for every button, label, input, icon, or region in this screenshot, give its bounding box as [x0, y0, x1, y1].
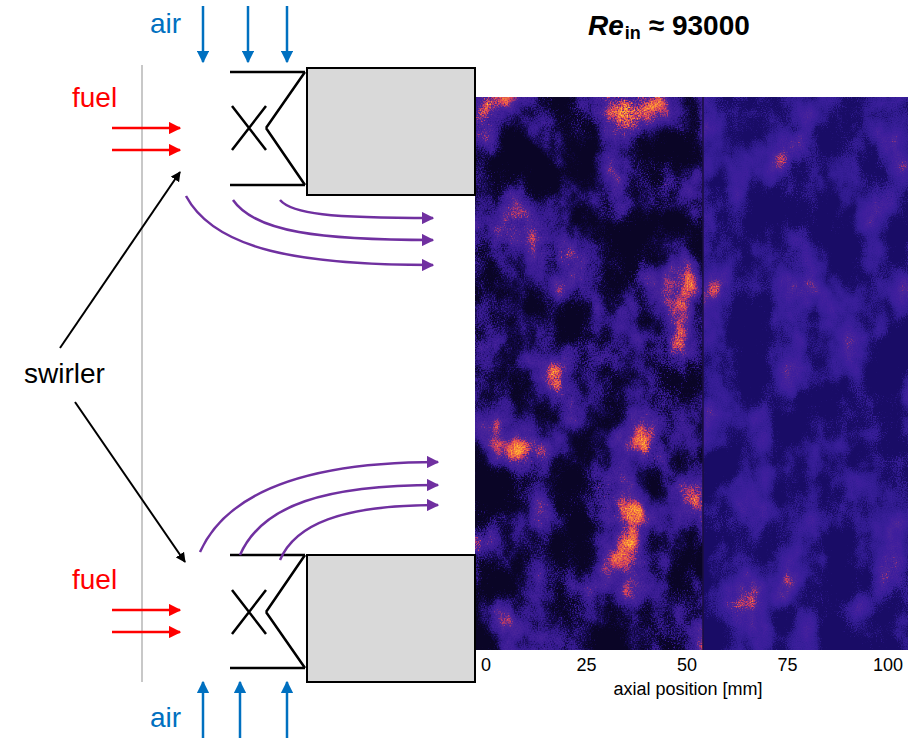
air-label: air [150, 10, 181, 38]
fuel-arrows [112, 128, 180, 632]
image-seam [702, 97, 704, 650]
air-label: air [150, 704, 181, 732]
fuel-label: fuel [72, 84, 117, 112]
swirler-symbol [230, 72, 305, 668]
tick-label: 50 [677, 656, 697, 674]
tick-label: 0 [481, 656, 491, 674]
tick-label: 25 [576, 656, 596, 674]
flow-arrows [186, 196, 438, 560]
tick-label: 100 [873, 656, 903, 674]
center-line [141, 65, 143, 682]
flame-image [475, 97, 908, 650]
wall-block [307, 68, 475, 195]
reynolds-subscript: in [625, 24, 641, 42]
axis-title: axial position [mm] [613, 680, 762, 698]
wall-block [307, 555, 475, 682]
reynolds-value: ≈ 93000 [649, 12, 750, 40]
image-left-half [475, 97, 703, 650]
swirler-label: swirler [24, 360, 105, 388]
reynolds-symbol: Re [588, 12, 624, 40]
tick-label: 75 [777, 656, 797, 674]
image-right-half [703, 97, 908, 650]
fuel-label: fuel [72, 566, 117, 594]
air-arrows [203, 6, 287, 738]
